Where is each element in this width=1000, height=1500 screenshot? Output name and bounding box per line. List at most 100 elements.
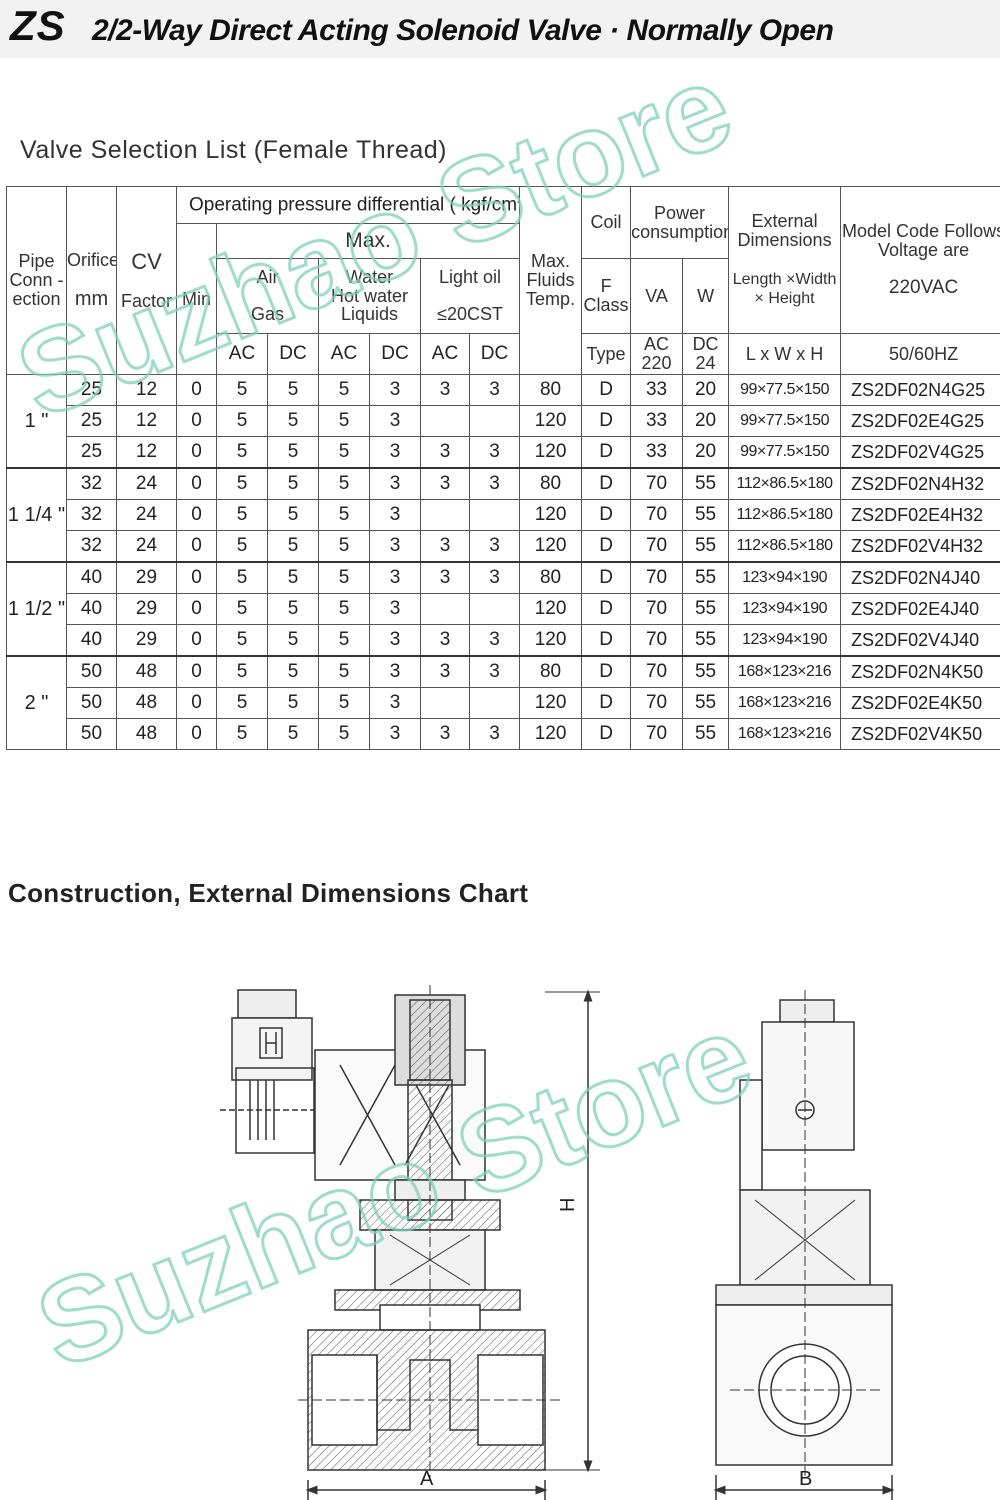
cell-oil-dc: 3 (468, 467, 521, 500)
header-coil-class: F Class (581, 258, 632, 334)
cell-va: 70 (630, 624, 684, 657)
cell-dims: 168×123×216 (728, 655, 842, 688)
cell-min: 0 (176, 405, 217, 437)
cell-air-ac: 5 (216, 593, 268, 625)
cell-min: 0 (176, 530, 217, 563)
cell-va: 70 (630, 655, 684, 688)
cell-orifice: 32 (66, 467, 117, 500)
cell-oil-dc: 3 (468, 436, 521, 469)
page-title: 2/2-Way Direct Acting Solenoid Valve · N… (92, 14, 834, 47)
cell-oil-dc: 3 (468, 624, 521, 657)
header-light-oil: Light oil≤20CST (419, 258, 521, 334)
cell-coil: D (581, 405, 632, 437)
cell-model: ZS2DF02N4J40 (840, 561, 1000, 594)
cell-dims: 112×86.5×180 (728, 530, 842, 563)
cell-oil-ac: 3 (420, 718, 470, 750)
header-pipe-connection: Pipe Conn -ection (6, 186, 67, 375)
cell-air-dc: 5 (267, 405, 319, 437)
cell-water-ac: 5 (318, 718, 370, 750)
cell-orifice: 32 (66, 499, 117, 531)
cell-oil-ac (420, 405, 470, 437)
pipe-size-cell: 1 " (6, 374, 67, 469)
header-coil-type: Type (581, 333, 632, 375)
cell-cv: 24 (116, 530, 177, 563)
cell-orifice: 40 (66, 593, 117, 625)
cell-oil-ac: 3 (420, 530, 470, 563)
cell-coil: D (581, 467, 632, 500)
cell-oil-ac (420, 687, 470, 719)
cell-w: 55 (682, 530, 730, 563)
cell-air-dc: 5 (267, 530, 319, 563)
cell-coil: D (581, 374, 632, 406)
cell-oil-ac: 3 (420, 655, 470, 688)
header-max: Max. (215, 223, 521, 259)
cell-w: 20 (682, 436, 730, 469)
cell-coil: D (581, 687, 632, 719)
cell-model: ZS2DF02V4H32 (840, 530, 1000, 563)
cell-dims: 123×94×190 (728, 561, 842, 594)
header-dc24: DC 24 (682, 333, 730, 375)
cell-coil: D (581, 655, 632, 688)
cell-oil-ac: 3 (420, 374, 470, 406)
dimension-a-label: A (420, 1468, 434, 1490)
cell-cv: 12 (116, 374, 177, 406)
cell-oil-ac: 3 (420, 436, 470, 469)
cell-temp: 120 (519, 530, 583, 563)
cell-coil: D (581, 718, 632, 750)
cell-cv: 12 (116, 405, 177, 437)
header-air-ac: AC (216, 333, 268, 375)
ground-symbol-icon (259, 1027, 283, 1059)
cell-water-ac: 5 (318, 530, 370, 563)
cell-air-dc: 5 (267, 655, 319, 688)
cell-air-ac: 5 (216, 718, 268, 750)
cell-model: ZS2DF02N4G25 (840, 374, 1000, 406)
side-connector-cap (779, 999, 835, 1023)
cell-model: ZS2DF02E4H32 (840, 499, 1000, 531)
cell-cv: 48 (116, 718, 177, 750)
header-max-fluid-temp: Max. Fluids Temp. (519, 186, 583, 375)
cell-w: 55 (682, 655, 730, 688)
cell-dims: 99×77.5×150 (728, 405, 842, 437)
cell-va: 70 (630, 593, 684, 625)
cell-coil: D (581, 561, 632, 594)
header-ac220: AC 220 (630, 333, 684, 375)
cell-model: ZS2DF02N4H32 (840, 467, 1000, 500)
cell-min: 0 (176, 467, 217, 500)
cell-va: 33 (630, 436, 684, 469)
cell-va: 70 (630, 561, 684, 594)
cell-air-dc: 5 (267, 561, 319, 594)
cell-coil: D (581, 593, 632, 625)
pipe-size-cell: 1 1/4 " (6, 467, 67, 563)
cell-w: 55 (682, 499, 730, 531)
cell-model: ZS2DF02E4J40 (840, 593, 1000, 625)
cell-dims: 168×123×216 (728, 718, 842, 750)
cell-dims: 112×86.5×180 (728, 467, 842, 500)
header-water-dc: DC (369, 333, 421, 375)
cell-oil-dc: 3 (468, 655, 521, 688)
cell-air-ac: 5 (216, 624, 268, 657)
cell-va: 70 (630, 530, 684, 563)
cell-w: 55 (682, 687, 730, 719)
cell-model: ZS2DF02V4G25 (840, 436, 1000, 469)
cell-min: 0 (176, 624, 217, 657)
cell-orifice: 32 (66, 530, 117, 563)
cell-dims: 123×94×190 (728, 593, 842, 625)
header-coil: Coil (581, 186, 632, 259)
cell-temp: 80 (519, 561, 583, 594)
cell-va: 70 (630, 499, 684, 531)
cell-w: 55 (682, 561, 730, 594)
side-view (713, 990, 895, 1500)
cell-va: 33 (630, 405, 684, 437)
cell-orifice: 25 (66, 374, 117, 406)
cell-model: ZS2DF02E4K50 (840, 687, 1000, 719)
cell-w: 55 (682, 593, 730, 625)
